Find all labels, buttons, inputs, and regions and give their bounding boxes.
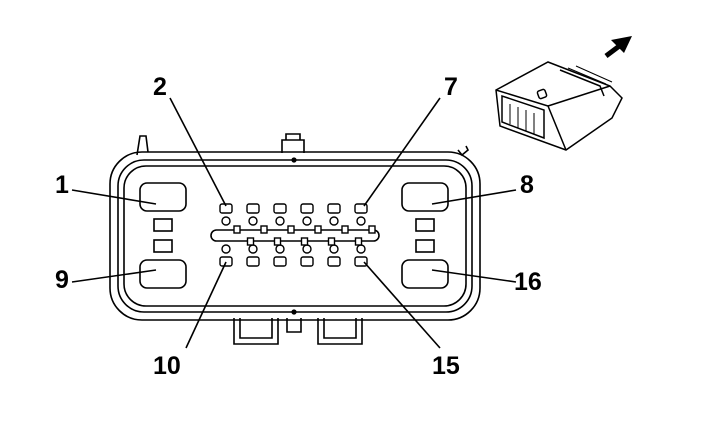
slot-contact-9 (341, 225, 349, 234)
connector-3d-icon (495, 61, 623, 151)
right-cavity-column (401, 182, 449, 289)
cavity-left-mid-lower (153, 239, 173, 253)
pin-cavity-bottom-1 (219, 256, 233, 267)
slot-contact-4 (273, 237, 282, 246)
pin-contact-bottom-1 (221, 244, 231, 254)
label-pin-15: 15 (432, 352, 460, 380)
label-pin-9: 9 (55, 266, 69, 294)
cavity-9 (139, 259, 187, 289)
pin-cavity-bottom-3 (273, 256, 287, 267)
pin-contact-bottom-6 (356, 244, 366, 254)
slot-contact-8 (327, 237, 336, 246)
pin-cavity-top-2 (246, 203, 260, 214)
leader-9 (71, 269, 157, 283)
pin-contact-top-1 (221, 216, 231, 226)
pin-cavity-bottom-2 (246, 256, 260, 267)
leader-16 (431, 269, 517, 283)
label-pin-7: 7 (444, 73, 458, 101)
pin-cavity-bottom-6 (354, 256, 368, 267)
label-pin-8: 8 (520, 171, 534, 199)
slot-contact-5 (287, 225, 295, 234)
left-cavity-column (139, 182, 187, 289)
pin-contact-top-3 (275, 216, 285, 226)
pin-cavity-top-6 (354, 203, 368, 214)
cavity-1 (139, 182, 187, 212)
polarity-dot-top (291, 157, 297, 163)
slot-contact-10 (354, 237, 363, 246)
pin-contact-bottom-3 (275, 244, 285, 254)
pin-cavity-top-1 (219, 203, 233, 214)
pin-contact-bottom-5 (329, 244, 339, 254)
cavity-right-mid-lower (415, 239, 435, 253)
leader-1 (71, 189, 157, 205)
label-pin-16: 16 (514, 268, 542, 296)
pin-contact-bottom-4 (302, 244, 312, 254)
leader-2 (169, 97, 227, 207)
pin-cavity-bottom-4 (300, 256, 314, 267)
slot-contact-3 (260, 225, 268, 234)
pin-contact-top-6 (356, 216, 366, 226)
cavity-left-mid-upper (153, 218, 173, 232)
slot-contact-6 (300, 237, 309, 246)
small-pin-rows (219, 203, 376, 267)
polarity-dot-bottom (291, 309, 297, 315)
slot-contact-11 (368, 225, 376, 234)
pin-cavity-bottom-5 (327, 256, 341, 267)
leader-7 (363, 97, 441, 207)
leader-8 (431, 189, 517, 205)
slot-contact-2 (246, 237, 255, 246)
pin-contact-top-5 (329, 216, 339, 226)
label-pin-10: 10 (153, 352, 181, 380)
slot-contact-1 (233, 225, 241, 234)
pin-cavity-top-3 (273, 203, 287, 214)
cavity-8 (401, 182, 449, 212)
cavity-16 (401, 259, 449, 289)
arrow-up-right-icon (604, 36, 632, 58)
pin-cavity-top-4 (300, 203, 314, 214)
pin-cavity-top-5 (327, 203, 341, 214)
leader-10 (185, 261, 227, 349)
cavity-right-mid-upper (415, 218, 435, 232)
leader-lines (71, 97, 517, 349)
label-pin-2: 2 (153, 73, 167, 101)
pin-contact-top-2 (248, 216, 258, 226)
leader-15 (363, 261, 441, 349)
label-pin-1: 1 (55, 171, 69, 199)
slot-contact-7 (314, 225, 322, 234)
pin-contact-top-4 (302, 216, 312, 226)
pin-contact-bottom-2 (248, 244, 258, 254)
